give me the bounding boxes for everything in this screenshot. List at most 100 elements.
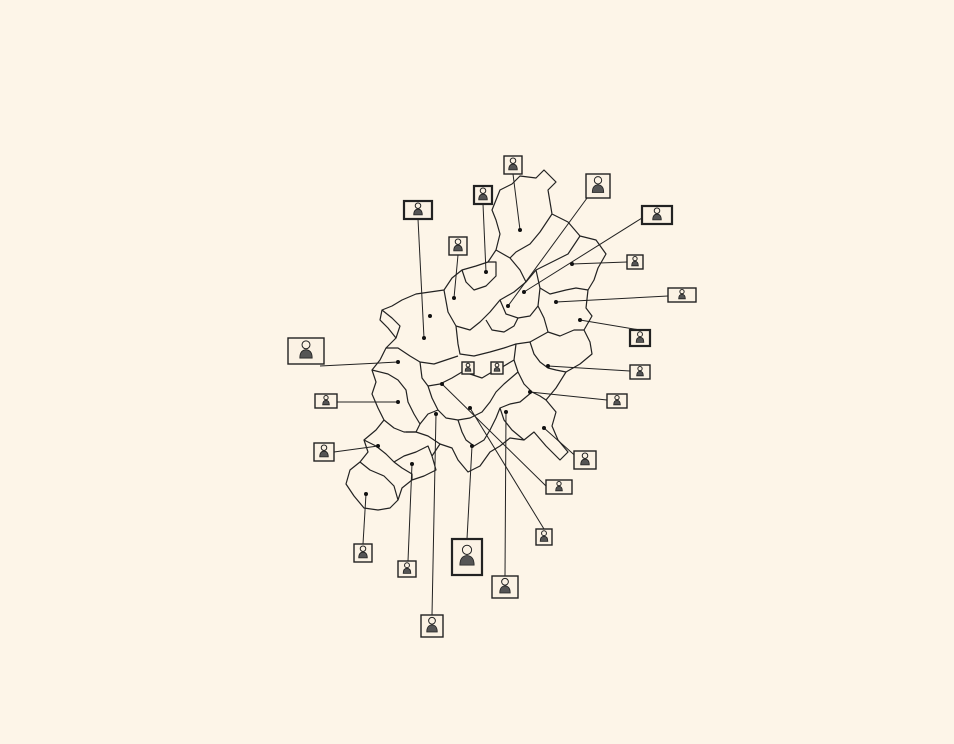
person-silhouette-icon (413, 202, 423, 216)
person-silhouette-icon (299, 340, 313, 359)
district-border (535, 269, 589, 295)
district-anchor-dot (546, 364, 550, 368)
district-border (537, 287, 584, 337)
person-silhouette-icon (499, 577, 511, 594)
district-anchor-dot (468, 406, 472, 410)
leader-line (319, 361, 399, 367)
district-border (427, 371, 519, 421)
district-anchor-dot (470, 444, 474, 448)
district-anchor-dot (506, 304, 510, 308)
marker-badge (585, 173, 611, 199)
person-silhouette-icon (426, 616, 438, 633)
district-marker (491, 410, 519, 599)
leader-line (453, 254, 459, 299)
district-marker (402, 199, 434, 340)
district-anchor-dot (522, 290, 526, 294)
district-border (509, 213, 553, 259)
leader-line (579, 319, 641, 331)
district-marker (528, 390, 628, 409)
person-silhouette-icon (652, 207, 662, 221)
district-border (485, 317, 519, 333)
district-marker (506, 173, 611, 308)
person-silhouette-icon (635, 331, 645, 343)
leader-line (362, 493, 367, 545)
district-anchor-dot (410, 462, 414, 466)
person-silhouette-icon (613, 395, 621, 406)
district-anchor-dot (452, 296, 456, 300)
district-border (499, 299, 539, 319)
district-marker (522, 204, 674, 294)
person-silhouette-icon (459, 544, 475, 566)
district-border (495, 249, 527, 283)
district-marker (542, 426, 597, 470)
leader-line (417, 218, 425, 339)
district-marker (554, 287, 697, 304)
district-marker (314, 393, 400, 409)
leader-line (529, 391, 608, 401)
district-marker (313, 442, 380, 462)
district-anchor-dot (504, 410, 508, 414)
leader-line (407, 463, 413, 562)
person-silhouette-icon (555, 481, 563, 492)
district-marker (570, 254, 644, 270)
district-marker (461, 361, 475, 375)
district-anchor-dot (428, 314, 432, 318)
district-anchor-dot (396, 400, 400, 404)
district-anchor-dot (528, 390, 532, 394)
district-marker (578, 318, 652, 348)
district-marker (353, 492, 373, 563)
person-silhouette-icon (319, 444, 329, 458)
district-anchor-dot (554, 300, 558, 304)
person-silhouette-icon (636, 366, 644, 377)
district-anchor-dot (542, 426, 546, 430)
district-anchor-dot (484, 270, 488, 274)
district-marker (503, 155, 523, 232)
leader-line (555, 295, 669, 303)
leader-line (523, 217, 643, 293)
district-anchor-dot (434, 412, 438, 416)
person-silhouette-icon (493, 362, 501, 372)
district-border (359, 461, 399, 501)
leader-line (512, 173, 521, 231)
person-silhouette-icon (631, 256, 639, 267)
district-marker (397, 462, 417, 578)
person-silhouette-icon (508, 157, 518, 171)
person-silhouette-icon (358, 545, 368, 559)
district-border (393, 445, 433, 463)
person-silhouette-icon (478, 187, 488, 201)
district-marker (428, 314, 432, 318)
person-silhouette-icon (580, 452, 590, 466)
district-anchor-dot (578, 318, 582, 322)
leader-line (504, 411, 507, 577)
leader-line (466, 445, 473, 540)
leader-line (441, 383, 547, 487)
district-anchor-dot (440, 382, 444, 386)
district-marker (440, 382, 573, 495)
person-silhouette-icon (591, 176, 605, 193)
district-border (419, 409, 439, 425)
person-silhouette-icon (402, 562, 412, 574)
leader-line (482, 203, 487, 273)
district-border (513, 359, 547, 401)
map-outline (345, 169, 607, 511)
person-silhouette-icon (322, 395, 330, 406)
district-border (499, 407, 525, 441)
district-anchor-dot (518, 228, 522, 232)
district-border (529, 341, 567, 373)
leader-line (431, 413, 437, 616)
leader-line (469, 407, 545, 530)
district-anchor-dot (364, 492, 368, 496)
district-border (383, 419, 441, 445)
person-silhouette-icon (453, 238, 463, 252)
district-marker (472, 184, 494, 274)
district-anchor-dot (376, 444, 380, 448)
district-anchor-dot (570, 262, 574, 266)
district-marker (546, 364, 651, 380)
district-marker (287, 337, 400, 367)
district-border (371, 369, 421, 433)
district-marker (448, 236, 468, 300)
person-silhouette-icon (464, 362, 472, 372)
district-anchor-dot (396, 360, 400, 364)
leader-line (571, 261, 628, 265)
